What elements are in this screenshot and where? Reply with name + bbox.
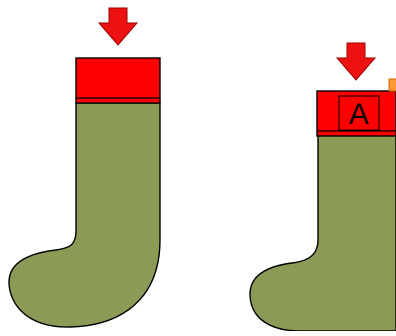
down-arrow-icon — [335, 42, 377, 81]
right-stocking[interactable]: A — [249, 78, 396, 332]
left-stocking[interactable] — [8, 57, 161, 328]
left-stocking-cuff — [75, 57, 161, 104]
right-stocking-body — [249, 134, 396, 332]
left-stocking-body — [8, 102, 161, 328]
right-stocking-cuff — [316, 90, 396, 137]
cuff-label: A — [349, 98, 369, 131]
down-arrow-icon — [97, 7, 139, 46]
partial-box — [388, 78, 396, 92]
cuff-label-box[interactable]: A — [338, 95, 380, 131]
